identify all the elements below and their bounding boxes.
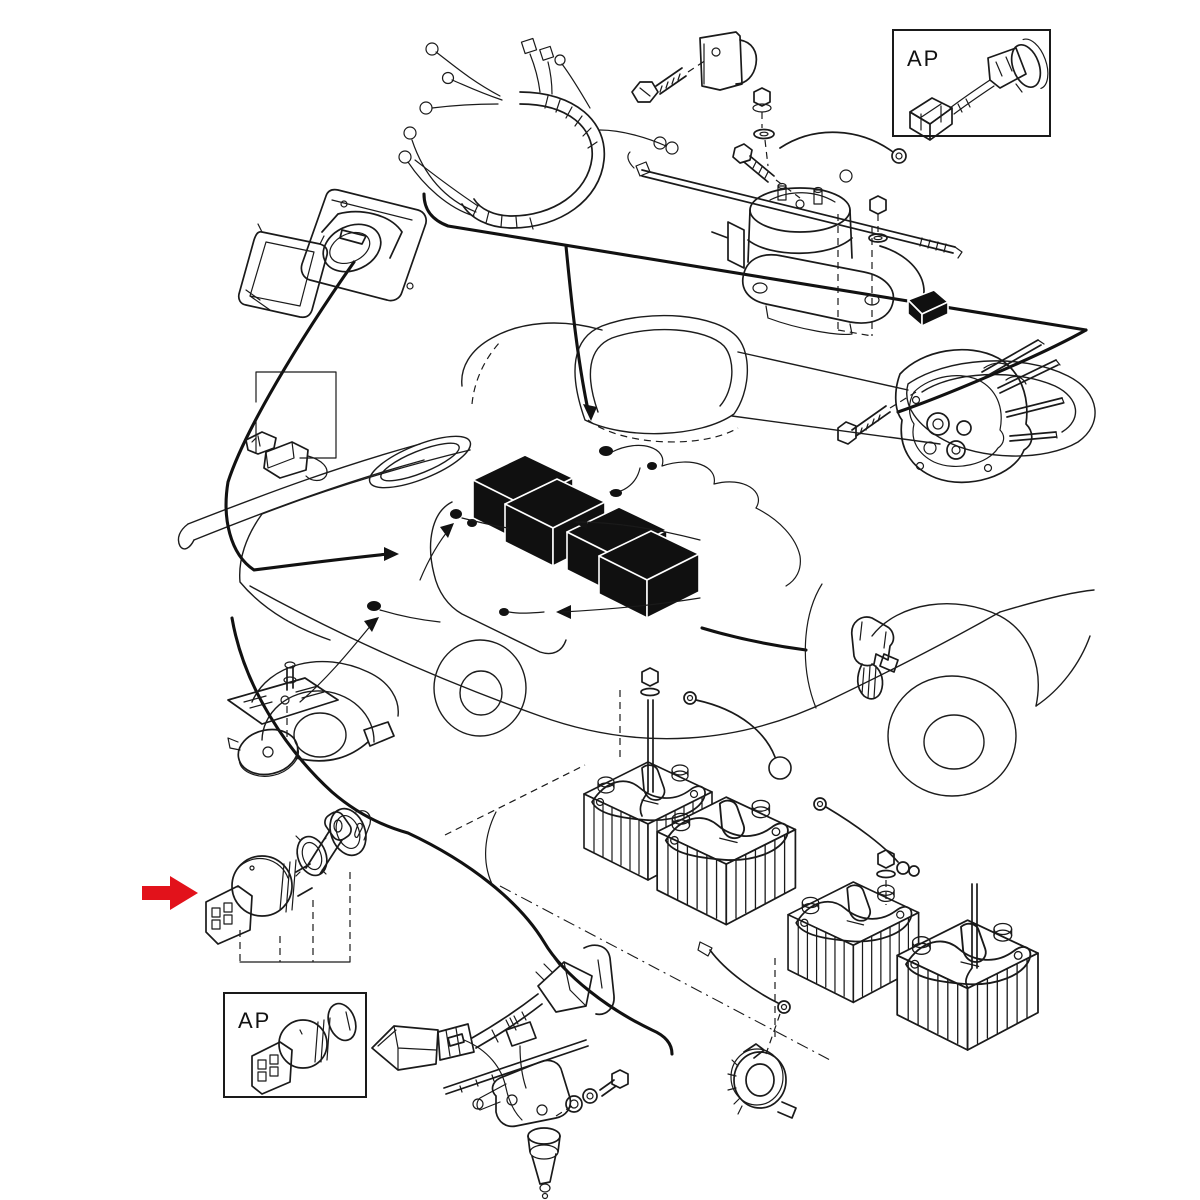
solenoid-assembly [711, 87, 949, 337]
key-switch-assembly [205, 807, 371, 963]
mounting-bolt-and-clamp [631, 31, 758, 103]
linkage-rod [627, 151, 963, 259]
wire-clip [851, 616, 899, 700]
interior-wiring-and-callouts [364, 404, 801, 632]
limit-switch [443, 1011, 629, 1200]
battery-cables [683, 691, 920, 1055]
leader-lines [224, 192, 1088, 1056]
fuse-holder [245, 371, 337, 482]
main-wire-harness [398, 37, 679, 230]
callout-arrow [142, 876, 198, 910]
adapter-harness-top-inset: AP [892, 29, 1051, 141]
battery-set [444, 667, 1039, 1061]
installed-battery-boxes [472, 454, 700, 619]
speed-switch [837, 339, 1065, 484]
reverse-buzzer [227, 623, 395, 777]
ap-label-top: AP [907, 46, 940, 71]
charger-receptacle [237, 188, 428, 319]
ap-label-bottom: AP [238, 1008, 271, 1033]
key-switch-bottom-inset: AP [223, 992, 367, 1098]
steering-column-clamp [727, 1043, 797, 1119]
golf-cart-body [177, 314, 1096, 797]
wire-adapter [371, 944, 615, 1071]
